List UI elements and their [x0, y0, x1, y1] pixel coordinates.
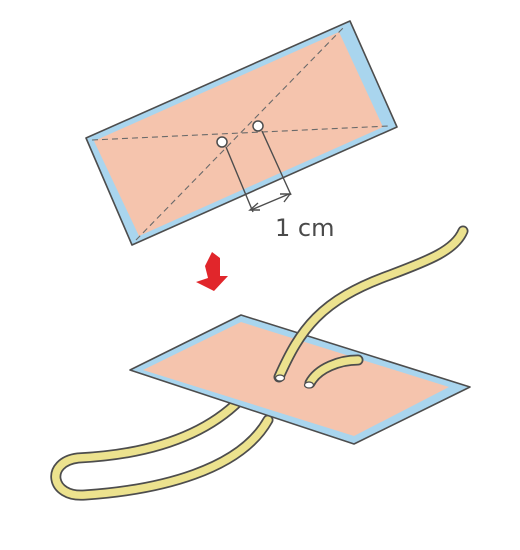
extension-line-left	[225, 146, 254, 213]
cord-hole-left	[274, 374, 286, 382]
dimension-marker	[225, 130, 292, 213]
fabric-flat-center	[94, 32, 383, 236]
fabric-threaded-panel	[129, 314, 471, 445]
down-left-arrow-icon	[196, 252, 228, 291]
dimension-line	[250, 193, 290, 211]
fabric-threaded-center	[143, 322, 449, 436]
hole-right	[252, 120, 264, 132]
cord-over	[273, 225, 469, 389]
dimension-arrowhead-left	[248, 202, 260, 211]
dimension-arrowhead-right	[280, 193, 292, 203]
cord-under	[50, 394, 274, 501]
fabric-flat-panel	[85, 20, 398, 246]
hole-left	[216, 136, 228, 148]
extension-line-right	[261, 130, 292, 196]
dimension-label: 1 cm	[275, 214, 334, 242]
cord-hole-right	[303, 381, 315, 389]
